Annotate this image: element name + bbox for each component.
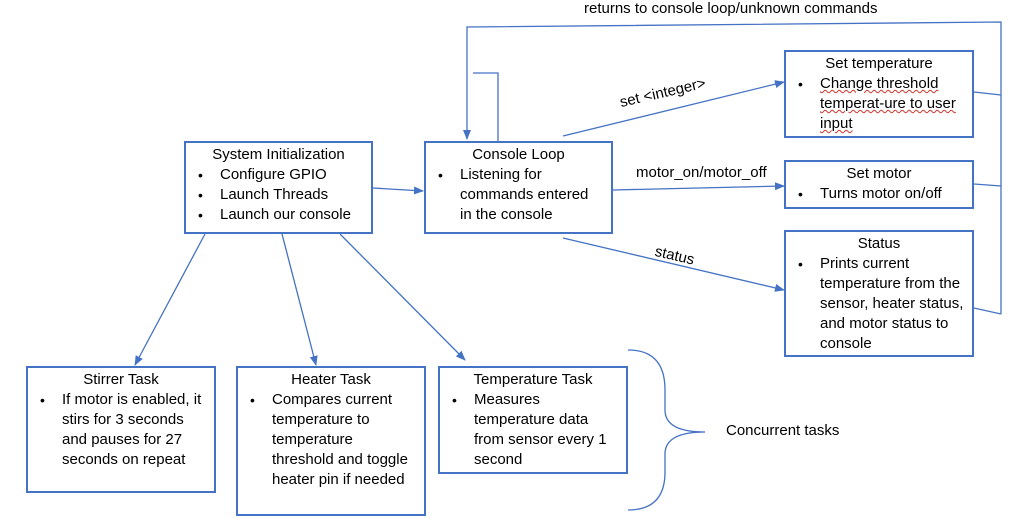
arrow-set-temperature	[562, 80, 785, 137]
return-from-set-temp	[973, 91, 1002, 96]
init-bullet-configure-gpio: Configure GPIO	[198, 165, 365, 185]
status-bullet: Prints current temperature from the sens…	[798, 254, 964, 354]
return-from-set-motor	[973, 183, 1002, 187]
status-title: Status	[857, 235, 901, 252]
set-motor-box: Set motor Turns motor on/off	[784, 160, 974, 209]
heater-task-box: Heater Task Compares current temperature…	[236, 366, 426, 516]
stirrer-task-bullet: If motor is enabled, it stirs for 3 seco…	[40, 390, 206, 470]
init-bullet-launch-console: Launch our console	[198, 205, 365, 225]
stirrer-task-box: Stirrer Task If motor is enabled, it sti…	[26, 366, 216, 493]
returns-label: returns to console loop/unknown commands	[584, 0, 878, 17]
set-motor-title: Set motor	[846, 165, 912, 182]
heater-task-bullet: Compares current temperature to temperat…	[250, 390, 416, 490]
motor-command-label: motor_on/motor_off	[636, 164, 767, 181]
system-initialization-box: System Initialization Configure GPIO Lau…	[184, 141, 373, 234]
arrow-set-motor	[612, 182, 785, 191]
temperature-task-box: Temperature Task Measures temperature da…	[438, 366, 628, 474]
set-temperature-bullet: Change threshold temperat-ure to user in…	[798, 74, 964, 134]
console-loop-title: Console Loop	[472, 146, 565, 163]
arrow-to-heater	[281, 233, 318, 366]
heater-task-title: Heater Task	[291, 371, 371, 388]
set-motor-bullet: Turns motor on/off	[798, 184, 966, 204]
temperature-task-bullet: Measures temperature data from sensor ev…	[452, 390, 618, 470]
temperature-task-title: Temperature Task	[473, 371, 593, 388]
system-initialization-title: System Initialization	[212, 146, 345, 163]
status-box: Status Prints current temperature from t…	[784, 230, 974, 357]
arrow-status	[562, 237, 785, 292]
console-self-loop	[473, 72, 499, 141]
return-loop-line	[463, 21, 1002, 314]
init-bullet-launch-threads: Launch Threads	[198, 185, 365, 205]
arrow-to-temp-task	[339, 233, 466, 361]
arrow-init-to-console	[372, 186, 424, 195]
concurrent-brace	[627, 349, 706, 511]
arrow-to-stirrer	[134, 233, 206, 366]
set-temperature-box: Set temperature Change threshold tempera…	[784, 50, 974, 138]
stirrer-task-title: Stirrer Task	[83, 371, 159, 388]
concurrent-tasks-label: Concurrent tasks	[726, 422, 840, 439]
return-from-status	[973, 307, 1002, 315]
console-loop-bullet: Listening for commands entered in the co…	[438, 165, 601, 225]
console-loop-box: Console Loop Listening for commands ente…	[424, 141, 613, 234]
set-temperature-title: Set temperature	[825, 55, 933, 72]
